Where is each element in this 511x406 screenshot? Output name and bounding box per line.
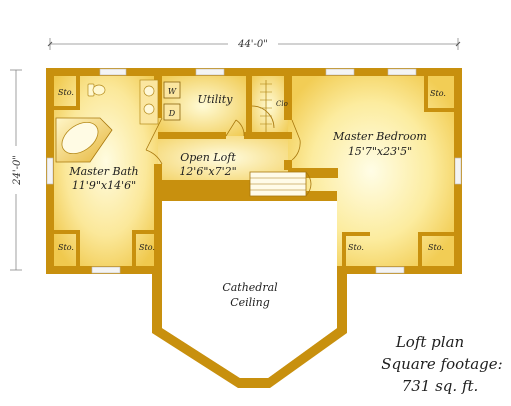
vanity-sinks-icon [139, 79, 159, 125]
washer-icon: W [163, 81, 181, 99]
washer-label: W [168, 87, 177, 96]
storage-label: Sto. [428, 243, 444, 252]
plan-title: Loft plan [395, 333, 464, 351]
square-footage-label: Square footage: [381, 355, 502, 373]
dryer-label: D [168, 109, 176, 118]
height-dimension-label: 24'-0" [12, 155, 23, 186]
master-bedroom-size: 15'7"x23'5" [348, 145, 412, 158]
master-bedroom-name: Master Bedroom [332, 130, 427, 143]
square-footage-value: 731 sq. ft. [402, 377, 479, 395]
storage-label: Sto. [58, 88, 74, 97]
master-bath-name: Master Bath [68, 165, 138, 178]
width-dimension-label: 44'-0" [237, 39, 268, 50]
door-swings [145, 105, 301, 165]
master-bath-size: 11'9"x14'6" [72, 179, 136, 192]
cathedral-ceiling-line1: Cathedral [222, 281, 278, 294]
closet-name: Clo [276, 100, 288, 108]
width-dimension: 44'-0" [47, 37, 461, 50]
open-loft-name: Open Loft [180, 151, 236, 164]
storage-label: Sto. [58, 243, 74, 252]
open-loft-size: 12'6"x7'2" [179, 165, 236, 178]
storage-label: Sto. [348, 243, 364, 252]
cathedral-ceiling-area [162, 196, 337, 378]
stairs-icon [249, 171, 312, 197]
dryer-icon: D [163, 103, 181, 121]
windows [46, 68, 462, 274]
height-dimension: 24'-0" [8, 69, 24, 271]
toilet-icon [87, 83, 106, 97]
cathedral-ceiling-line2: Ceiling [230, 296, 270, 309]
storage-label: Sto. [430, 89, 446, 98]
corner-tub-icon [55, 117, 113, 163]
storage-label: Sto. [139, 243, 155, 252]
utility-name: Utility [198, 93, 234, 106]
